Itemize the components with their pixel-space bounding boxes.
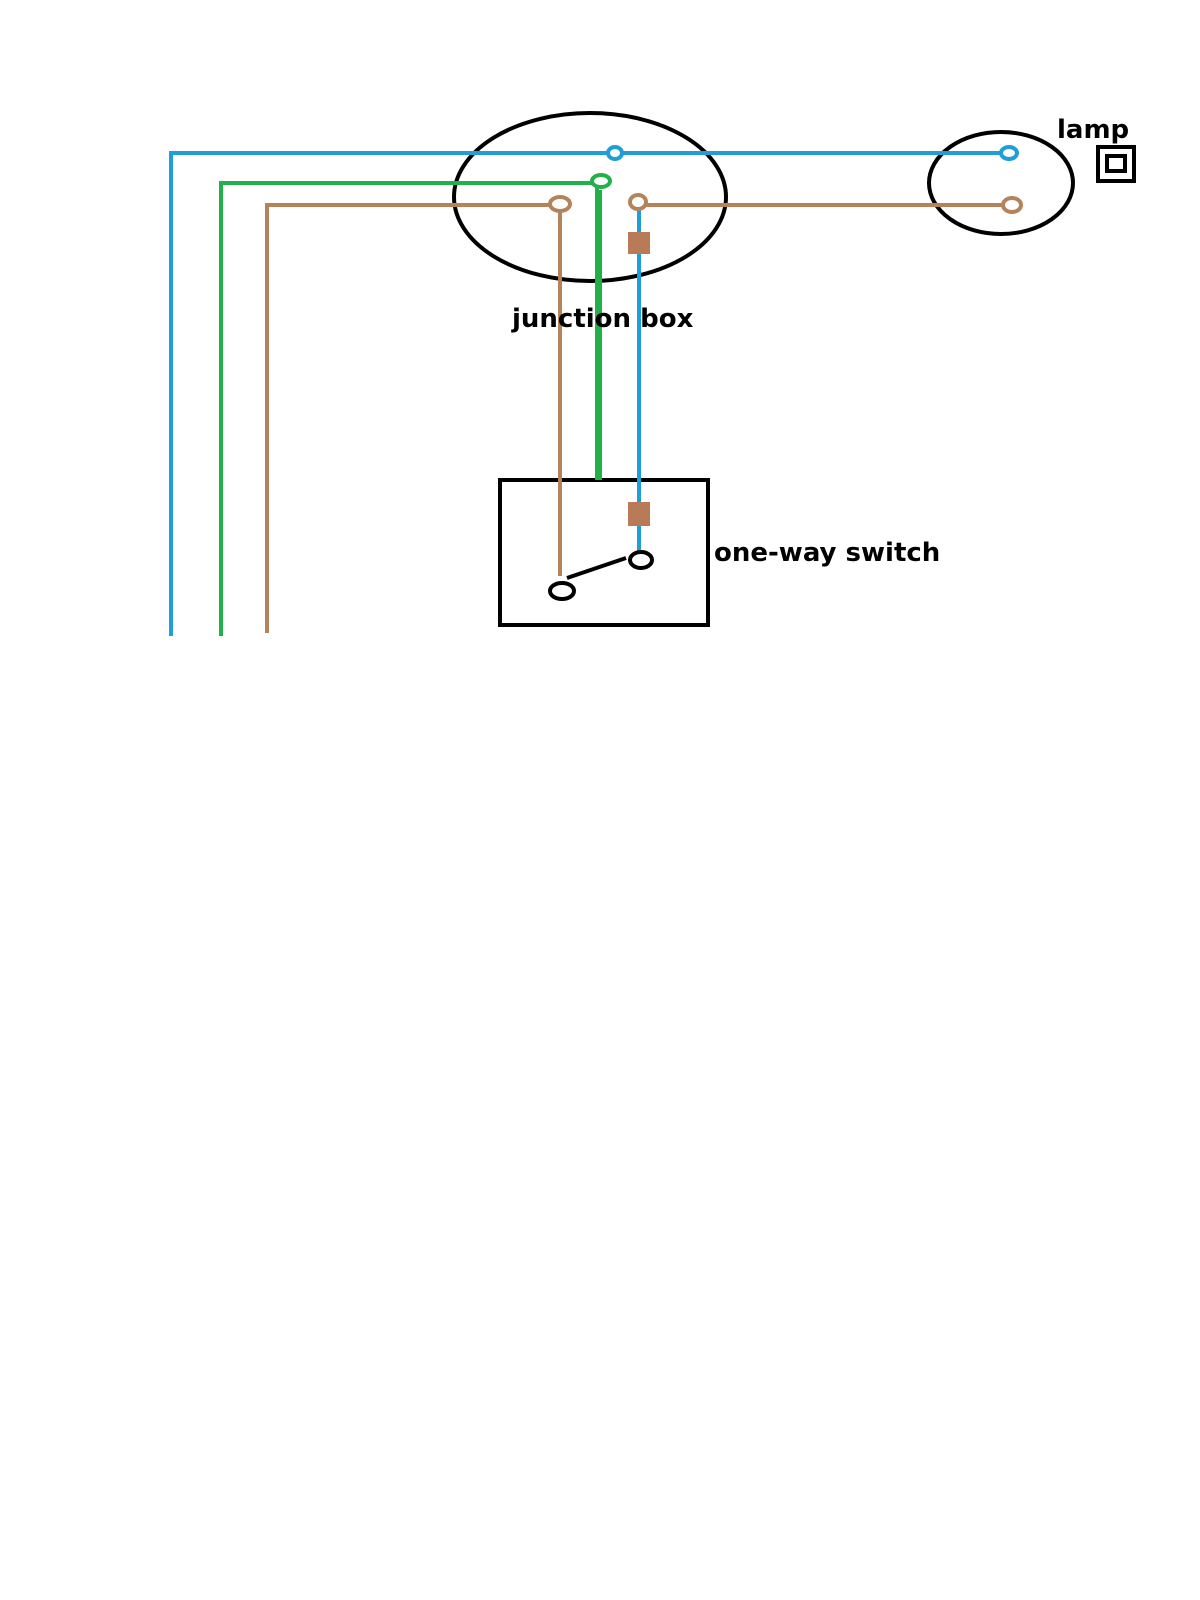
terminal-live-lamp <box>1001 196 1023 214</box>
brown-sleeve-marker-top <box>628 232 650 254</box>
junction-box-outline <box>452 111 728 283</box>
junction-box-label: junction box <box>511 304 694 334</box>
terminal-live-junction <box>548 195 572 213</box>
lamp-symbol-icon <box>1096 145 1136 183</box>
lamp-label: lamp <box>1057 115 1129 145</box>
terminal-switched-live-junction <box>628 193 648 211</box>
switch-box-outline <box>498 478 710 627</box>
switch-label: one-way switch <box>714 538 940 568</box>
brown-sleeve-marker-bottom <box>628 502 650 526</box>
lamp-outline <box>927 130 1075 236</box>
neutral-wire-supply <box>169 151 1003 636</box>
terminal-earth-junction <box>590 173 612 189</box>
terminal-neutral-lamp <box>999 145 1019 161</box>
earth-wire <box>219 181 599 636</box>
live-wire-supply <box>265 203 552 633</box>
switch-lever-icon <box>548 550 654 601</box>
terminal-neutral-junction <box>606 145 624 161</box>
